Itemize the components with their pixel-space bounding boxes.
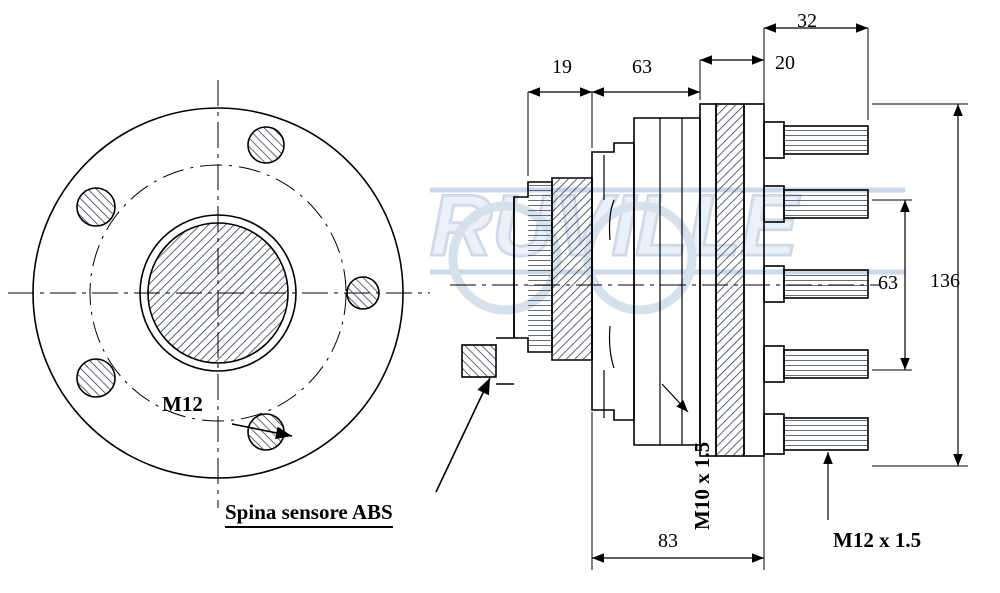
label-abs-sensor: Spina sensore ABS (225, 500, 393, 528)
dimension-19: 19 (552, 56, 572, 78)
dimension-83: 83 (658, 530, 678, 552)
dimension-32: 32 (797, 10, 817, 32)
label-m10x15: M10 x 1.5 (690, 441, 714, 530)
label-m12x15: M12 x 1.5 (833, 528, 922, 552)
dimension-136: 136 (930, 270, 960, 292)
dimension-63-right: 63 (878, 272, 898, 294)
label-m12: M12 (162, 392, 203, 416)
dimension-63-top: 63 (632, 56, 652, 78)
dimension-20: 20 (775, 52, 795, 74)
